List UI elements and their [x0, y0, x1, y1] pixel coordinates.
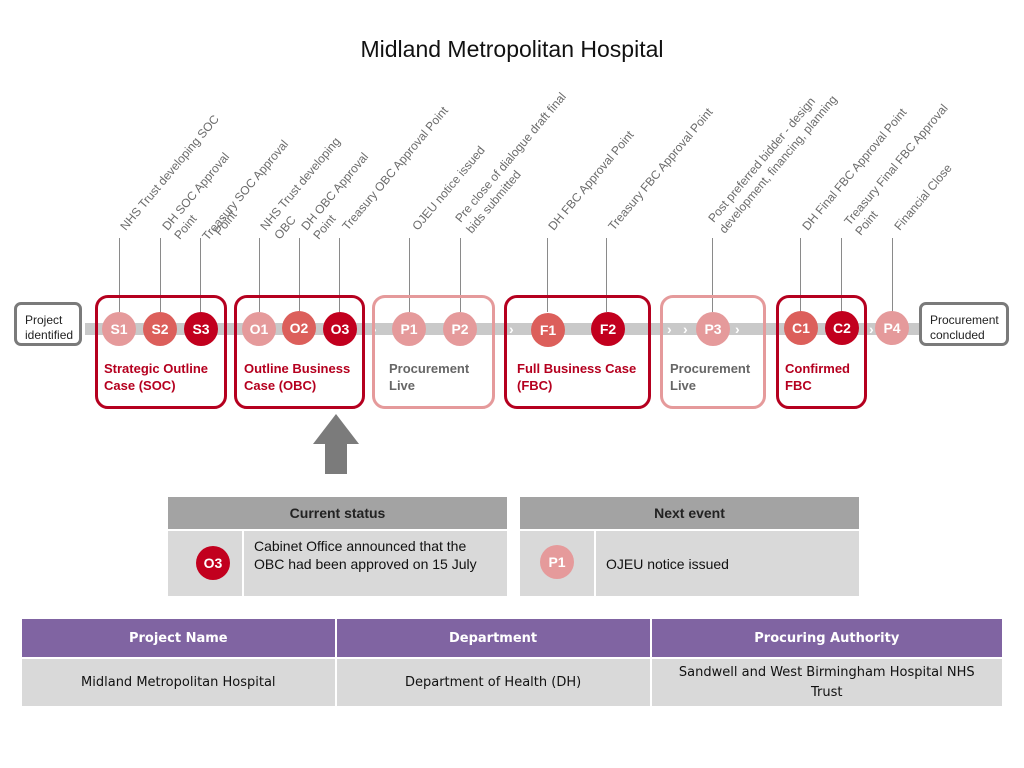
phase-soc	[95, 295, 227, 409]
milestone-p3: P3	[696, 312, 730, 346]
cell-procuring-authority: Sandwell and West Birmingham Hospital NH…	[651, 659, 1002, 706]
page-title: Midland Metropolitan Hospital	[360, 36, 664, 62]
milestone-p2: P2	[443, 312, 477, 346]
chevron-right-icon: ›	[683, 321, 688, 337]
phase-procurement-2	[660, 295, 766, 409]
leader-line	[606, 238, 607, 312]
milestone-o2: O2	[282, 311, 316, 345]
chevron-right-icon: ›	[667, 321, 672, 337]
phase-procurement-1	[372, 295, 495, 409]
milestone-f1: F1	[531, 313, 565, 347]
leader-line	[299, 238, 300, 312]
milestone-p4: P4	[875, 311, 909, 345]
end-box: Procurement concluded	[919, 302, 1009, 346]
phase-label-fbc: Full Business Case (FBC)	[517, 361, 637, 393]
chevron-right-icon: ›	[509, 321, 514, 337]
leader-line	[841, 238, 842, 312]
phase-confirmed-fbc	[776, 295, 867, 409]
cell-project-name: Midland Metropolitan Hospital	[22, 659, 335, 706]
leader-line	[409, 238, 410, 312]
leader-line	[460, 238, 461, 312]
leader-line	[712, 238, 713, 312]
next-event-panel: Next event P1 OJEU notice issued	[520, 497, 859, 596]
current-status-panel: Current status O3 Cabinet Office announc…	[168, 497, 507, 596]
leader-line	[119, 238, 120, 312]
current-status-node: O3	[196, 546, 230, 580]
phase-fbc	[504, 295, 651, 409]
current-status-header: Current status	[168, 497, 507, 531]
leader-line	[339, 238, 340, 312]
next-event-text: OJEU notice issued	[606, 556, 729, 572]
next-event-node: P1	[540, 545, 574, 579]
leader-line	[200, 238, 201, 312]
phase-obc	[234, 295, 365, 409]
phase-label-obc: Outline Business Case (OBC)	[244, 361, 351, 393]
leader-line	[160, 238, 161, 312]
table-header-department: Department	[336, 619, 650, 657]
leader-line	[259, 238, 260, 312]
chevron-right-icon: ›	[735, 321, 740, 337]
phase-label-procurement-1: Procurement Live	[389, 361, 470, 393]
leader-line	[547, 238, 548, 312]
milestone-p1: P1	[392, 312, 426, 346]
milestone-s3: S3	[184, 312, 218, 346]
milestone-s2: S2	[143, 312, 177, 346]
leader-line	[892, 238, 893, 312]
current-position-arrow-shaft	[325, 444, 347, 474]
phase-label-procurement-2: Procurement Live	[670, 361, 751, 393]
milestone-o1: O1	[242, 312, 276, 346]
start-box: Project identified	[14, 302, 82, 346]
chevron-right-icon: ›	[869, 321, 874, 337]
table-row: Midland Metropolitan Hospital Department…	[22, 659, 1002, 706]
leader-line	[800, 238, 801, 312]
table-header-project-name: Project Name	[22, 619, 335, 657]
next-event-header: Next event	[520, 497, 859, 531]
current-status-text: Cabinet Office announced that the OBC ha…	[254, 538, 477, 572]
milestone-o3: O3	[323, 312, 357, 346]
milestone-c2: C2	[825, 311, 859, 345]
current-position-arrow	[313, 414, 359, 444]
phase-label-confirmed-fbc: Confirmed FBC	[785, 361, 850, 393]
project-table: Project Name Department Procuring Author…	[20, 617, 1004, 708]
milestone-c1: C1	[784, 311, 818, 345]
milestone-s1: S1	[102, 312, 136, 346]
table-header-procuring-authority: Procuring Authority	[651, 619, 1002, 657]
phase-label-soc: Strategic Outline Case (SOC)	[104, 361, 209, 393]
milestone-f2: F2	[591, 312, 625, 346]
cell-department: Department of Health (DH)	[336, 659, 650, 706]
